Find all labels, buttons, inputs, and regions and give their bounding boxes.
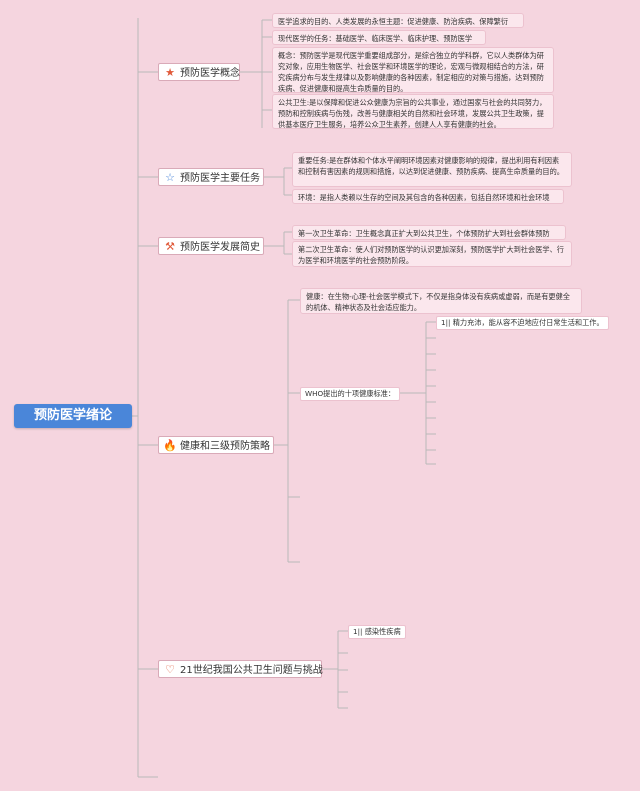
root-topic[interactable]: 预防医学绪论 <box>14 404 132 428</box>
health-item-who-standards[interactable]: WHO提出的十项健康标准： <box>300 387 401 401</box>
branch-health-label: 健康和三级预防策略 <box>180 441 270 452</box>
connector-who-children <box>400 321 436 465</box>
task-item-environment[interactable]: 环境：是指人类赖以生存的空间及其包含的各种因素，包括自然环境和社会环境 <box>292 189 564 204</box>
concept-item-modern-tasks[interactable]: 现代医学的任务：基础医学、临床医学、临床护理、预防医学 <box>272 30 486 45</box>
who-standard-item[interactable]: 1|| 精力充沛，能从容不迫地应付日常生活和工作。 <box>436 316 609 330</box>
branch-century-label: 21世纪我国公共卫生问题与挑战 <box>180 665 323 676</box>
branch-health[interactable]: 🔥健康和三级预防策略 <box>158 436 274 454</box>
branch-tasks-label: 预防医学主要任务 <box>180 173 260 184</box>
century-item-infectious-disease[interactable]: 1|| 感染性疾病 <box>348 625 406 639</box>
concept-item-definition[interactable]: 概念：预防医学是现代医学重要组成部分，是综合独立的学科群，它以人类群体为研究对象… <box>272 47 554 93</box>
hammer-icon: ⚒ <box>165 240 175 253</box>
history-item-first-revolution[interactable]: 第一次卫生革命：卫生概念真正扩大到公共卫生，个体预防扩大到社会群体预防 <box>292 225 566 240</box>
branch-concept[interactable]: ★ 预防医学概念 <box>158 63 240 81</box>
history-item-second-revolution[interactable]: 第二次卫生革命：使人们对预防医学的认识更加深刻，预防医学扩大到社会医学、行为医学… <box>292 241 572 267</box>
connector-health-children <box>274 299 300 563</box>
concept-item-purpose[interactable]: 医学追求的目的、人类发展的永恒主题：促进健康、防治疾病、保障繁衍 <box>272 13 524 28</box>
health-item-definition[interactable]: 健康：在生物-心理-社会医学模式下，不仅是指身体没有疾病或虚弱，而是有更健全的机… <box>300 288 582 314</box>
branch-tasks[interactable]: ☆ 预防医学主要任务 <box>158 168 264 186</box>
flame-icon: 🔥 <box>163 439 177 452</box>
concept-item-public-health[interactable]: 公共卫生:是以保障和促进公众健康为宗旨的公共事业，通过国家与社会的共同努力，预防… <box>272 94 554 129</box>
connector-history-children <box>264 231 292 255</box>
star-icon: ★ <box>165 66 175 79</box>
connector-tasks-children <box>264 167 292 196</box>
task-item-important[interactable]: 重要任务:是在群体和个体水平阐明环境因素对健康影响的规律，提出利用有利因素和控制… <box>292 152 572 187</box>
branch-history-label: 预防医学发展简史 <box>180 242 260 253</box>
connector-century-children <box>322 630 348 709</box>
star-outline-icon: ☆ <box>165 171 175 184</box>
branch-history[interactable]: ⚒ 预防医学发展简史 <box>158 237 264 255</box>
branch-concept-label: 预防医学概念 <box>180 68 240 79</box>
connector-concept-children <box>240 19 272 128</box>
branch-century[interactable]: ♡ 21世纪我国公共卫生问题与挑战 <box>158 660 323 678</box>
heart-icon: ♡ <box>165 663 175 676</box>
